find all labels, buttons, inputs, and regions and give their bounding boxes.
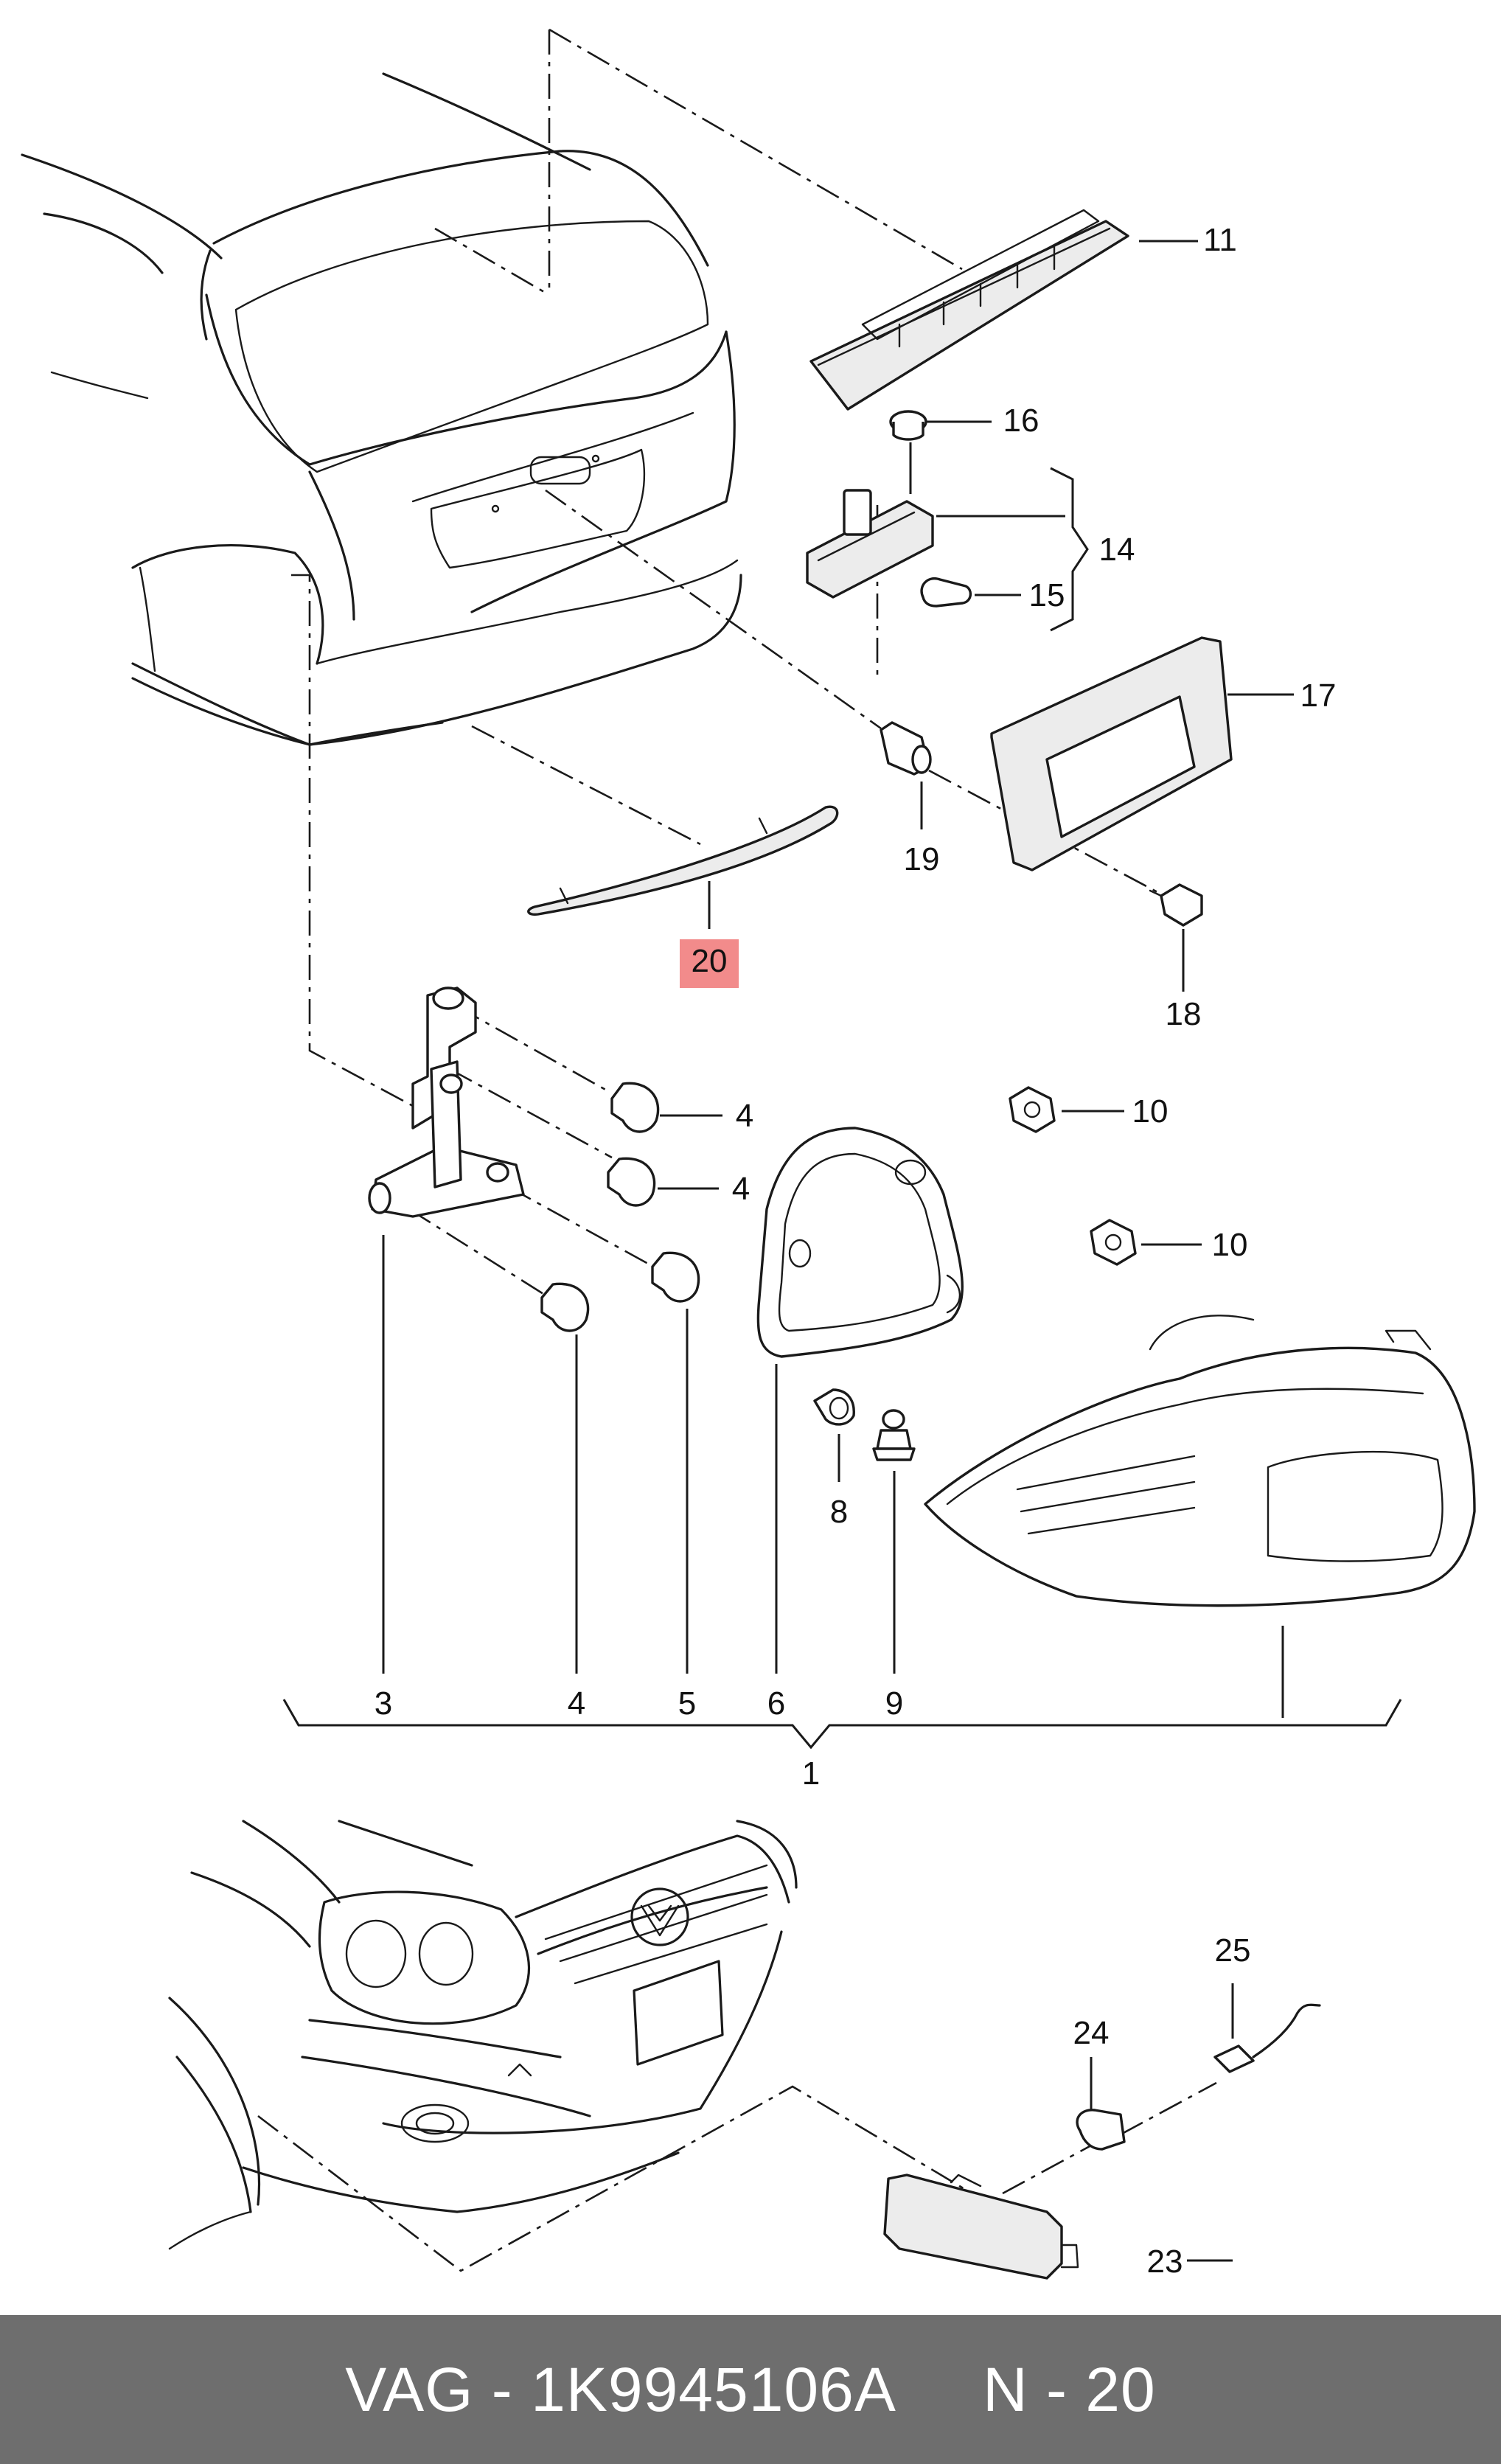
part-14-licence-lamp-housing xyxy=(806,489,934,599)
callout-labels: 11 16 14 15 17 19 18 20 4 4 10 10 8 3 4 5 6 9 1 25 24 23 xyxy=(375,222,1337,2280)
callout-label-c24: 24 xyxy=(1073,2015,1110,2051)
callout-label-c19: 19 xyxy=(904,841,940,877)
callout-label-c4c: 4 xyxy=(568,1685,585,1722)
part-11-upper-strip xyxy=(809,209,1129,411)
callout-label-c4a: 4 xyxy=(736,1098,753,1134)
part-4-screw-lower xyxy=(540,1282,590,1332)
callout-label-c8: 8 xyxy=(830,1494,848,1530)
callout-label-c10b: 10 xyxy=(1212,1227,1248,1263)
callout-label-c15: 15 xyxy=(1029,577,1065,613)
callout-label-c14: 14 xyxy=(1099,532,1135,568)
part-15-festoon-bulb xyxy=(920,577,972,608)
part-8-expanding-nut xyxy=(813,1388,855,1426)
part-10-nut-lower xyxy=(1090,1219,1137,1266)
callout-label-c16: 16 xyxy=(1003,403,1039,439)
part-4-screw-middle xyxy=(607,1157,656,1207)
part-10-nut-upper xyxy=(1009,1086,1056,1133)
guide-lines-upper xyxy=(291,28,1158,1299)
callout-label-c10a: 10 xyxy=(1132,1093,1169,1130)
part-3-lamp-carrier xyxy=(368,986,525,1218)
callout-label-c1: 1 xyxy=(802,1755,820,1792)
part-23-side-marker-lamp xyxy=(883,2174,1079,2280)
callout-label-c3: 3 xyxy=(375,1685,392,1722)
footer-bar: VAG - 1K9945106A N - 20 xyxy=(0,2315,1501,2464)
callout-leaders xyxy=(282,240,1402,2262)
part-16-clip-nut xyxy=(889,410,927,441)
part-18-screw xyxy=(1149,883,1203,927)
part-20-trim-strip xyxy=(527,805,839,916)
exploded-view-drawing: 11 16 14 15 17 19 18 20 4 4 10 10 8 3 4 5 6 9 1 25 24 23 xyxy=(21,28,1476,2280)
callout-label-c20: 20 xyxy=(692,943,728,979)
callout-label-c6: 6 xyxy=(767,1685,785,1722)
footer-part-reference: VAG - 1K9945106A N - 20 xyxy=(345,2354,1156,2424)
part-25-wiring-connector xyxy=(1213,2003,1321,2073)
part-9-ball-stud xyxy=(872,1409,916,1461)
callout-label-c4b: 4 xyxy=(732,1171,750,1207)
callout-label-c17: 17 xyxy=(1300,678,1337,714)
part-19-grommet xyxy=(880,721,932,776)
part-5-screw xyxy=(651,1251,700,1303)
guide-lines-lower xyxy=(257,2081,1217,2272)
front-car-drawing xyxy=(168,1820,798,2250)
callout-highlight xyxy=(680,939,739,988)
callout-label-c23: 23 xyxy=(1147,2244,1183,2280)
callout-label-c25: 25 xyxy=(1215,1932,1251,1969)
rear-car-body-drawing xyxy=(21,72,742,746)
part-4-screw-upper xyxy=(610,1082,660,1133)
callout-label-c5: 5 xyxy=(678,1685,696,1722)
part-24-bulb xyxy=(1076,2109,1126,2151)
callout-label-c11: 11 xyxy=(1203,222,1237,258)
tail-lamp-assembly xyxy=(924,1315,1476,1607)
callout-label-c18: 18 xyxy=(1166,996,1202,1032)
part-17-plate-bracket xyxy=(990,636,1233,871)
part-6-lamp-gasket xyxy=(756,1127,964,1358)
callout-label-c9: 9 xyxy=(885,1685,903,1722)
